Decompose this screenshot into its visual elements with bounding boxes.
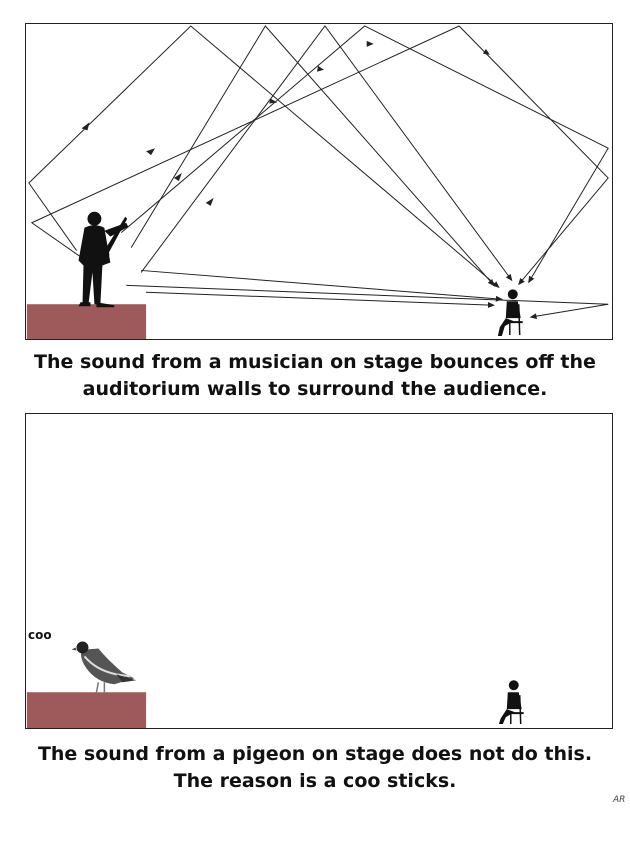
audience-member bbox=[498, 680, 524, 725]
ray-arrowheads bbox=[81, 40, 490, 206]
sound-ray bbox=[120, 25, 609, 284]
sound-ray bbox=[130, 25, 495, 287]
sound-ray bbox=[146, 291, 495, 308]
sound-ray bbox=[30, 25, 609, 286]
musician-panel bbox=[25, 23, 613, 340]
coo-sound-text: coo bbox=[28, 628, 52, 642]
arrowhead bbox=[269, 98, 278, 104]
arrowhead bbox=[482, 48, 490, 55]
stage bbox=[26, 692, 147, 728]
stage bbox=[26, 304, 147, 339]
sound-reflection-diagram bbox=[26, 25, 609, 339]
pigeon-scene bbox=[26, 641, 524, 728]
caption-musician: The sound from a musician on stage bounc… bbox=[0, 349, 630, 403]
caption-pigeon: The sound from a pigeon on stage does no… bbox=[0, 741, 630, 795]
caption-pigeon-line1: The sound from a pigeon on stage does no… bbox=[37, 743, 593, 765]
arrowhead bbox=[173, 173, 182, 182]
caption-pigeon-line2: The reason is a coo sticks. bbox=[173, 770, 457, 792]
caption-musician-line2: auditorium walls to surround the audienc… bbox=[82, 378, 548, 400]
musician-silhouette bbox=[78, 211, 129, 308]
arrowhead bbox=[366, 40, 374, 47]
sound-ray bbox=[28, 25, 500, 288]
sound-ray bbox=[126, 284, 609, 305]
arrowhead bbox=[205, 197, 214, 206]
sound-ray bbox=[141, 269, 503, 302]
arrowhead bbox=[317, 65, 324, 72]
sound-ray bbox=[529, 303, 609, 320]
audience-member bbox=[497, 289, 523, 337]
sound-rays bbox=[28, 25, 609, 320]
pigeon-illustration bbox=[71, 641, 137, 693]
arrowhead bbox=[146, 148, 156, 156]
pigeon-panel: coo bbox=[25, 413, 613, 729]
artist-signature: AR bbox=[613, 795, 626, 805]
sound-ray bbox=[140, 25, 513, 282]
arrowhead bbox=[81, 122, 90, 131]
caption-musician-line1: The sound from a musician on stage bounc… bbox=[34, 351, 596, 373]
